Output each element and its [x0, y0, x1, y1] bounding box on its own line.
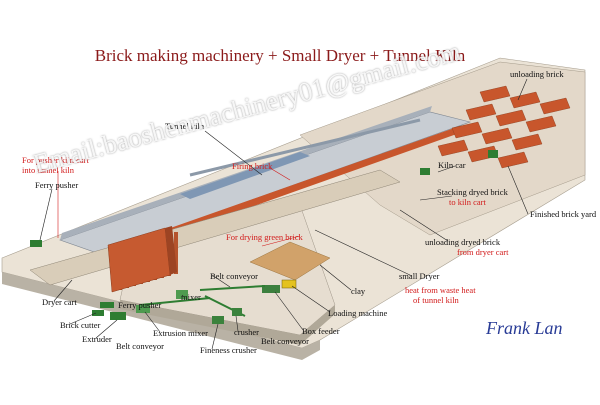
callout-leader-lines [39, 78, 529, 350]
label-fineness-crusher: Fineness crusher [200, 345, 257, 355]
author-signature: Frank Lan [486, 318, 563, 338]
belt-conveyor-line-a [199, 285, 266, 291]
label-for-drying-green-brick: For drying green brick [226, 232, 303, 242]
label-crusher: crusher [234, 327, 260, 337]
callout-leader [269, 167, 291, 181]
label-loading-machine: Loading machine [328, 308, 388, 318]
callout-leader [211, 274, 231, 288]
callout-leader [181, 294, 184, 297]
label-mixer: mixer [181, 292, 201, 302]
brick-stack [479, 85, 511, 103]
label-stacking-dryed-brick: Stacking dryed brick [437, 187, 508, 197]
brick-stack [525, 115, 557, 133]
label-dryer-cart: Dryer cart [42, 297, 77, 307]
callout-leader [211, 323, 219, 350]
callout-leader [314, 229, 413, 277]
diagram-title: Brick making machinery + Small Dryer + T… [94, 46, 466, 65]
label-to-kiln-cart: to kiln cart [449, 197, 486, 207]
dryer-wall-b [165, 226, 177, 275]
label-brick-cutter: Brick cutter [60, 320, 101, 330]
ferry-pusher-bottom-machine [100, 302, 114, 308]
brick-stack [437, 139, 469, 157]
box-feeder [262, 285, 280, 293]
callout-leader [437, 165, 456, 173]
callout-leader [39, 188, 53, 241]
label-extrusion-mixer: Extrusion mixer [153, 328, 209, 338]
brick-stack [509, 91, 541, 109]
label-clay: clay [351, 286, 366, 296]
label-belt-conveyor-bottom-left: Belt conveyor [116, 341, 164, 351]
callout-leader [319, 264, 352, 291]
callout-leader [235, 315, 239, 332]
clay-pile [249, 241, 331, 281]
callout-leader [399, 209, 449, 242]
label-unloading-brick: unloading brick [510, 69, 564, 79]
finished-brick-stacks [437, 85, 571, 169]
callout-leader [517, 78, 528, 101]
label-box-feeder: Box feeder [302, 326, 340, 336]
label-for-pusher-kiln-cart: For pusher kiln cart [22, 155, 89, 165]
callout-leader [69, 312, 97, 325]
label-unloading-dryed-brick: unloading dryed brick [425, 237, 501, 247]
extrusion-mixer-machine [136, 305, 150, 313]
brick-stack [539, 97, 571, 115]
label-finished-brick-yard: Finished brick yard [530, 209, 597, 219]
brick-stack [511, 133, 543, 151]
mixer-machine [176, 290, 188, 299]
label-of-tunnel-kiln: of tunnel kiln [413, 295, 459, 305]
tunnel-kiln-blue-panel [180, 152, 310, 199]
label-belt-conveyor-top: Belt conveyor [210, 271, 258, 281]
brick-stack [465, 103, 497, 121]
fineness-crusher-machine [212, 316, 224, 324]
brick-cutter-machine [92, 310, 104, 316]
brick-stack [495, 109, 527, 127]
label-ferry-pusher-top: Ferry pusher [35, 180, 79, 190]
callout-leader [204, 130, 263, 176]
label-from-dryer-cart: from dryer cart [457, 247, 509, 257]
label-tunnel-kiln: Tunnel kiln [165, 121, 205, 131]
extruder-machine [110, 312, 126, 320]
callout-leader [53, 279, 73, 302]
callout-leader [274, 291, 304, 331]
callout-leader [95, 319, 118, 339]
waste-heat-pipe [189, 118, 421, 177]
label-belt-conveyor-bottom-right: Belt conveyor [261, 336, 309, 346]
kiln-car-machine [420, 168, 430, 175]
label-ferry-pusher-bottom: Ferry pusher [118, 300, 162, 310]
callout-leader [419, 195, 453, 201]
brick-stack [497, 151, 529, 169]
callout-leader [261, 235, 301, 247]
label-into-tunnel-kiln: into tunnel kiln [22, 165, 74, 175]
ferry-pusher-top-machine [30, 240, 42, 247]
raw-material-yard-edge [120, 300, 335, 345]
belt-conveyor-line-b [139, 297, 211, 306]
green-brick-row [174, 232, 178, 274]
label-firing-brick: Firing brick [232, 161, 273, 171]
brick-stack [451, 121, 483, 139]
label-extruder: Extruder [82, 334, 112, 344]
crusher-machine [232, 308, 242, 316]
loading-machine [281, 279, 297, 289]
label-small-dryer: small Dryer [399, 271, 440, 281]
unloading-machine [488, 150, 498, 158]
label-heat-from-waste-heat: heat from waste heat [405, 285, 476, 295]
brick-stack [481, 127, 513, 145]
callout-leader [507, 165, 529, 215]
label-kiln-car: Kiln car [438, 160, 466, 170]
callout-leader [291, 285, 331, 313]
callout-leader [144, 311, 161, 333]
